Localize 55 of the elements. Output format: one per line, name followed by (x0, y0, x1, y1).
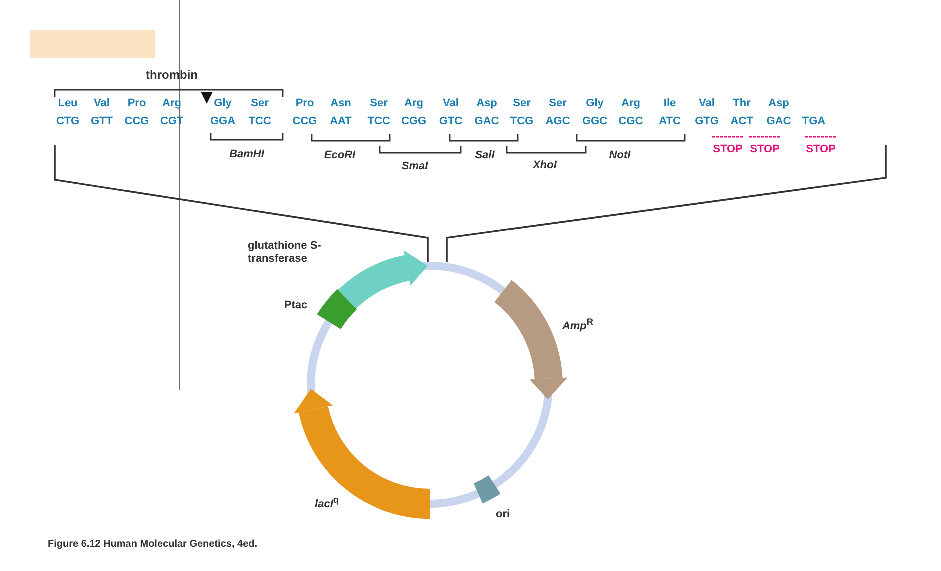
codon: GGA (210, 116, 236, 128)
restriction-site: BamHI (230, 148, 264, 162)
origin-label: ori (496, 508, 510, 522)
restriction-site: NotI (609, 150, 631, 162)
codon: GAC (474, 116, 500, 128)
codon: TGA (802, 116, 826, 128)
amino-acid: Ser (370, 98, 388, 110)
codon: GGC (582, 116, 608, 128)
amino-acid: Val (699, 98, 715, 110)
amino-acid: Pro (128, 98, 146, 110)
tag-box (30, 30, 155, 58)
codon: GAC (766, 116, 792, 128)
codon: TCC (248, 116, 272, 128)
gene-label: Amp$^{R}$ (562, 316, 594, 334)
amino-acid: Arg (404, 98, 424, 110)
amino-acid: Pro (296, 98, 314, 110)
codon: TCC (368, 116, 390, 128)
amino-acid: Val (443, 98, 459, 110)
amino-acid: Gly (214, 98, 232, 110)
codon: CGG (401, 116, 427, 128)
codon: CCG (292, 116, 318, 128)
codon: CTG (56, 116, 80, 128)
stop-codon-label: STOP (713, 144, 743, 156)
codon: ACT (730, 116, 754, 128)
restriction-site: XhoI (533, 160, 557, 172)
restriction-site: SalI (475, 150, 495, 162)
amino-acid: Ser (549, 98, 567, 110)
codon: GTG (695, 116, 719, 128)
amino-acid: Ser (513, 98, 531, 110)
stop-codon-label: STOP (750, 144, 780, 156)
codon: AGC (546, 116, 570, 128)
amino-acid: Arg (622, 98, 640, 110)
amino-acid: Gly (586, 98, 604, 110)
gene-label: lacI$^{q}$ (315, 494, 339, 512)
restriction-site: SmaI (402, 160, 428, 174)
amino-acid: Asn (330, 98, 352, 110)
amino-acid: Asp (768, 98, 790, 110)
gene-label: glutathione S-transferase (248, 240, 322, 266)
amino-acid: Asp (476, 98, 498, 110)
amino-acid: Ser (251, 98, 269, 110)
codon: TCG (510, 116, 534, 128)
codon: CCG (124, 116, 150, 128)
promoter-label: Ptac (284, 300, 308, 312)
codon: GTC (439, 116, 463, 128)
restriction-site: EcoRI (324, 150, 356, 162)
codon: AAT (330, 116, 352, 128)
amino-acid: Ile (664, 98, 676, 110)
amino-acid: Leu (58, 98, 78, 110)
stop-codon-label: STOP (806, 144, 836, 156)
codon: ATC (659, 116, 681, 128)
amino-acid: Val (94, 98, 110, 110)
codon: CGC (618, 116, 644, 128)
amino-acid: Thr (733, 98, 751, 110)
codon: GTT (91, 116, 113, 128)
figure-caption: Figure 6.12 Human Molecular Genetics, 4ed. (48, 539, 258, 550)
